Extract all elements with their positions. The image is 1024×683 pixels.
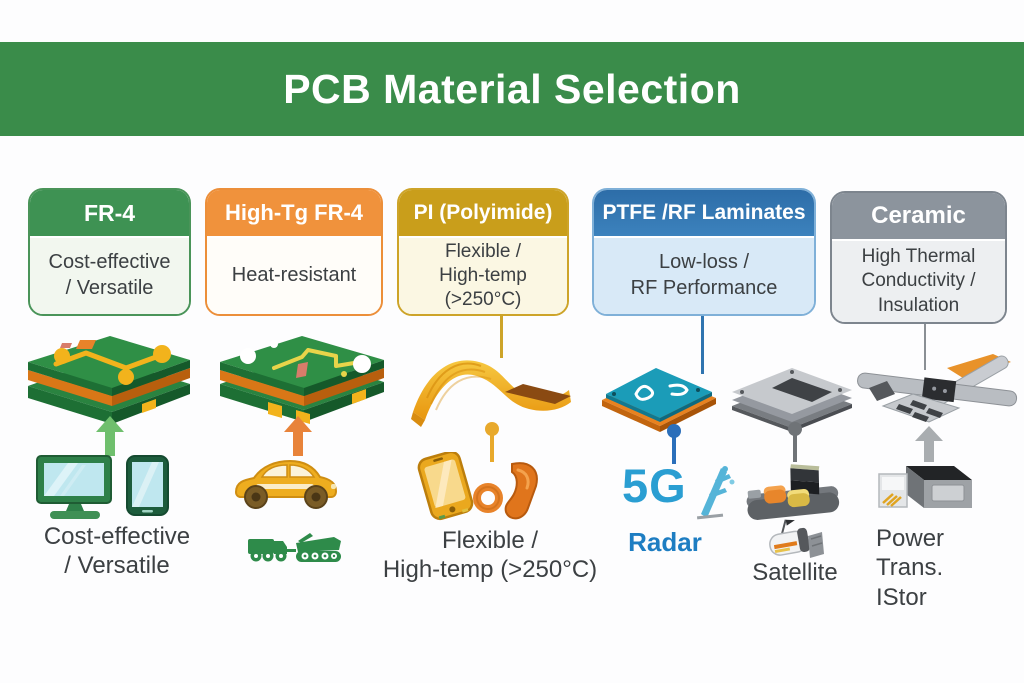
property-line: Heat-resistant — [231, 264, 357, 287]
up-arrow-fr4-icon — [96, 416, 124, 456]
card-title-ceramic: Ceramic — [832, 193, 1005, 241]
property-line: Cost-effective — [48, 251, 171, 274]
application-caption-satellite: Satellite — [733, 558, 857, 587]
caption-line: IStor — [876, 583, 927, 611]
pin-marker-satellite-icon — [788, 422, 802, 462]
property-line: RF Performance — [630, 277, 778, 299]
wearable-band-icon — [473, 462, 538, 520]
card-title-ptfe: PTFE /RF Laminates — [594, 190, 814, 238]
property-line: Flexible / — [444, 240, 522, 262]
application-caption-power: Power Trans. IStor — [876, 524, 1016, 612]
up-arrow-high-tg-icon — [284, 416, 312, 456]
pin-marker-pi-icon — [485, 422, 499, 462]
card-property-fr4: Cost-effective / Versatile — [30, 238, 189, 314]
material-card-pi: PI (Polyimide) Flexible / High-temp (>25… — [397, 188, 569, 316]
application-caption-fr4: Cost-effective / Versatile — [14, 522, 220, 581]
title-banner: PCB Material Selection — [0, 42, 1024, 136]
card-property-ceramic: High Thermal Conductivity / Insulation — [832, 241, 1005, 322]
military-vehicles-icon — [248, 533, 341, 562]
connector-line-ceramic — [924, 324, 926, 370]
tablet-icon — [126, 455, 169, 516]
rigid-pcb-stack-variant-icon — [220, 336, 384, 424]
property-line: Conductivity / — [861, 270, 976, 292]
flexible-pcb-ribbon-icon — [411, 360, 571, 427]
page-title: PCB Material Selection — [283, 65, 741, 112]
application-caption-radar: Radar — [598, 527, 732, 559]
five-g-label: 5G — [622, 459, 687, 512]
electronics-tray-icon — [746, 464, 840, 520]
property-line: Low-loss / — [658, 251, 750, 274]
card-title-fr4: FR-4 — [30, 190, 189, 238]
card-property-ptfe: Low-loss / RF Performance — [594, 238, 814, 314]
material-card-fr4: FR-4 Cost-effective / Versatile — [28, 188, 191, 316]
caption-line: / Versatile — [64, 552, 170, 580]
satellite-device-icon — [769, 519, 824, 558]
pin-marker-ptfe-icon — [667, 424, 681, 464]
caption-line: Flexible / — [441, 527, 539, 554]
card-title-pi: PI (Polyimide) — [399, 190, 567, 238]
material-card-high-tg-fr4: High-Tg FR-4 Heat-resistant — [205, 188, 383, 316]
power-module-icon — [878, 466, 972, 508]
caption-line: Power Trans. — [876, 525, 945, 582]
teal-rf-laminate-board-icon — [602, 368, 716, 432]
application-caption-pi: Flexible / High-temp (>250°C) — [382, 526, 598, 585]
smartphone-icon — [417, 452, 474, 521]
caption-line: Satellite — [752, 559, 838, 586]
card-property-pi: Flexible / High-temp (>250°C) — [399, 238, 567, 314]
antenna-icon — [696, 466, 735, 520]
property-line: High-temp (>250°C) — [439, 264, 527, 311]
ceramic-component-assembly-icon — [857, 354, 1018, 423]
connector-line-pi — [500, 316, 503, 358]
property-line: Insulation — [877, 294, 960, 316]
connector-line-ptfe — [701, 316, 704, 374]
material-card-ptfe: PTFE /RF Laminates Low-loss / RF Perform… — [592, 188, 816, 316]
property-line: / Versatile — [65, 277, 154, 299]
up-arrow-ceramic-icon — [915, 426, 943, 462]
caption-line: High-temp (>250°C) — [382, 556, 598, 584]
gray-pcb-stack-icon — [732, 368, 852, 432]
caption-line: Radar — [628, 527, 702, 557]
rigid-pcb-stack-icon — [28, 336, 190, 424]
desktop-computer-icon — [36, 455, 112, 519]
property-line: High Thermal — [861, 246, 976, 268]
caption-line: Cost-effective — [43, 523, 191, 550]
car-icon — [234, 459, 338, 509]
card-property-high-tg-fr4: Heat-resistant — [207, 238, 381, 314]
card-title-high-tg-fr4: High-Tg FR-4 — [207, 190, 381, 238]
material-card-ceramic: Ceramic High Thermal Conductivity / Insu… — [830, 191, 1007, 324]
